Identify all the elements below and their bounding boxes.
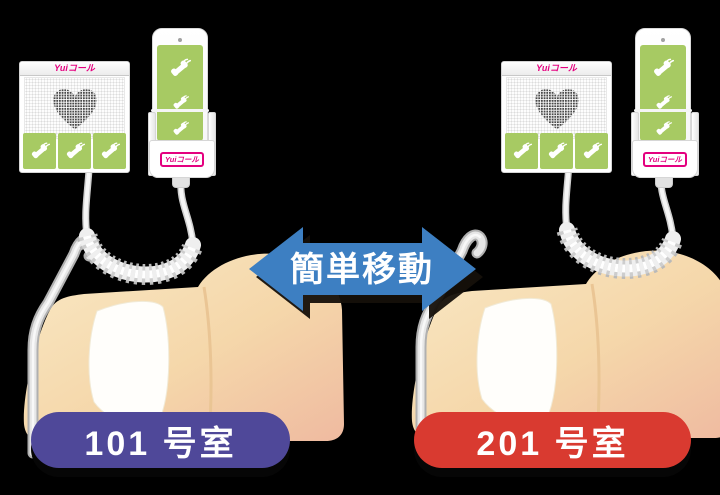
phone-icon [652, 57, 674, 79]
brand-logo: Yuiコール [54, 63, 95, 73]
heart-icon [52, 89, 97, 130]
intercom-header: Yuiコール [20, 62, 129, 76]
call-button-row [505, 133, 608, 169]
move-arrow: 簡単移動 [249, 227, 483, 319]
phone-icon [100, 141, 120, 161]
heart-speaker-grille [24, 77, 125, 139]
heart-icon [534, 89, 579, 130]
brand-logo-badge: Yuiコール [643, 151, 687, 167]
brand-logo-badge: Yuiコール [160, 151, 204, 167]
cord-connector [172, 176, 190, 188]
call-button-row [23, 133, 126, 169]
cradle-rim [634, 109, 692, 112]
cradle-rim [151, 109, 209, 112]
phone-icon [169, 57, 191, 79]
call-button [540, 133, 573, 169]
room-label-201: 201 号室 [414, 412, 691, 468]
call-button [575, 133, 608, 169]
handset-left [152, 28, 208, 178]
call-button [505, 133, 538, 169]
phone-icon [30, 141, 50, 161]
phone-icon [65, 141, 85, 161]
handset-cradle-left: Yuiコール [149, 140, 215, 178]
intercom-header: Yuiコール [502, 62, 611, 76]
cord-connector [655, 176, 673, 188]
brand-logo: Yuiコール [536, 63, 577, 73]
phone-icon [172, 120, 189, 137]
handset-speaker-hole [661, 38, 665, 42]
arrow-body [249, 227, 476, 311]
arrow-label: 簡単移動 [290, 251, 434, 289]
wall-intercom-right: Yuiコール [501, 61, 612, 173]
handset-speaker-hole [178, 38, 182, 42]
phone-icon [655, 120, 672, 137]
wall-intercom-left: Yuiコール [19, 61, 130, 173]
phone-icon [547, 141, 567, 161]
handset-cradle-right: Yuiコール [632, 140, 698, 178]
phone-icon [582, 141, 602, 161]
room-label-101: 101 号室 [31, 412, 290, 468]
handset-button-face [640, 45, 686, 141]
handset-button-face [157, 45, 203, 141]
call-button [58, 133, 91, 169]
call-button [23, 133, 56, 169]
phone-icon [512, 141, 532, 161]
heart-speaker-grille [506, 77, 607, 139]
call-button [93, 133, 126, 169]
